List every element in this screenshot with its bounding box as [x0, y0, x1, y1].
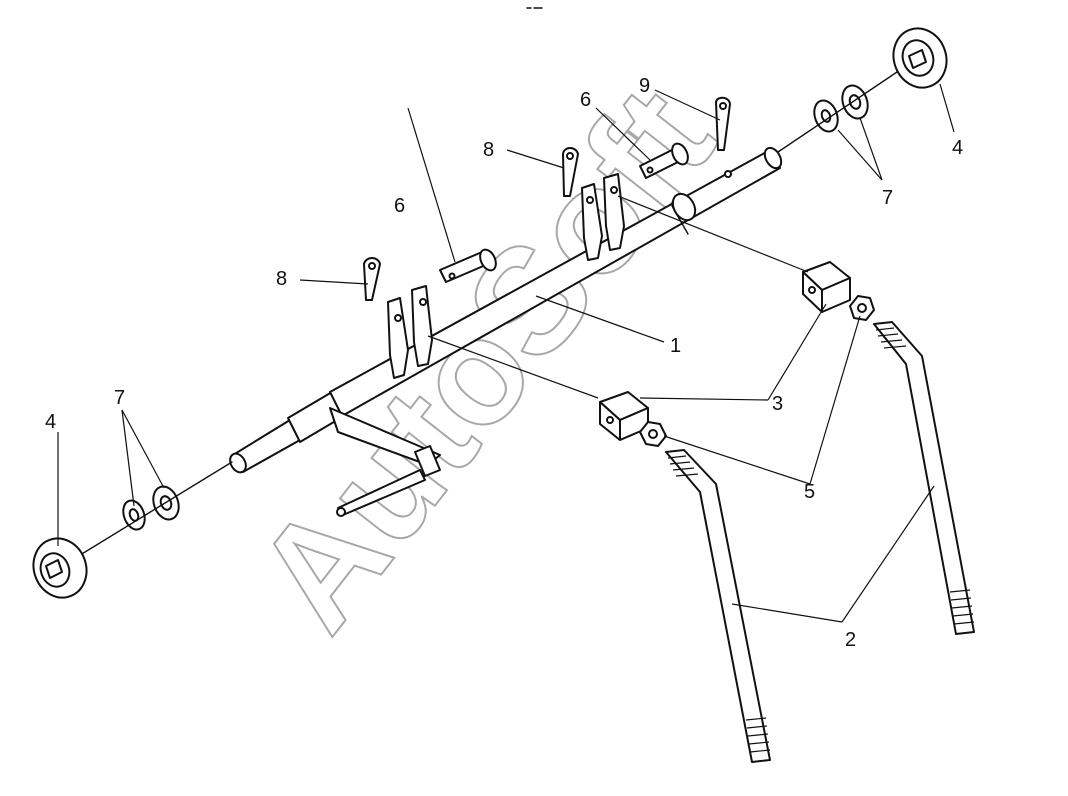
callout-5: 5	[804, 481, 815, 503]
callout-6-left: 6	[394, 195, 405, 217]
lever-arm	[329, 407, 441, 517]
bracket-right	[581, 173, 625, 261]
callout-7-left: 7	[114, 387, 125, 409]
callout-8-right: 8	[483, 139, 494, 161]
pin-right	[639, 142, 689, 179]
callout-8-left: 8	[276, 268, 287, 290]
bolt-left	[665, 449, 771, 763]
nut-upper	[849, 295, 875, 321]
washer-right-1	[813, 99, 839, 133]
pin-left	[439, 248, 497, 283]
washer-left-1	[122, 499, 146, 531]
block-upper	[802, 261, 851, 313]
cotter-pin-middle	[562, 147, 579, 197]
cotter-pin-right	[715, 96, 731, 151]
callout-9: 9	[639, 75, 650, 97]
bushing-left	[32, 537, 88, 599]
axis-line-left	[71, 461, 233, 561]
callout-2: 2	[845, 629, 856, 651]
callout-1: 1	[670, 335, 681, 357]
cotter-pin-left	[363, 257, 381, 301]
bracket-left	[387, 285, 433, 379]
block-lower	[599, 391, 649, 441]
callout-4-left: 4	[45, 411, 56, 433]
callout-7-right: 7	[882, 187, 893, 209]
axis-line-right	[777, 69, 901, 153]
washer-right-2	[841, 84, 869, 120]
leader-lines	[57, 83, 955, 623]
nut-lower	[639, 421, 667, 447]
bushing-right	[892, 27, 948, 89]
callout-6-right: 6	[580, 89, 591, 111]
callout-3: 3	[772, 393, 783, 415]
axle-tube	[229, 146, 783, 474]
callout-4-right: 4	[952, 137, 963, 159]
bolt-right	[873, 321, 975, 635]
